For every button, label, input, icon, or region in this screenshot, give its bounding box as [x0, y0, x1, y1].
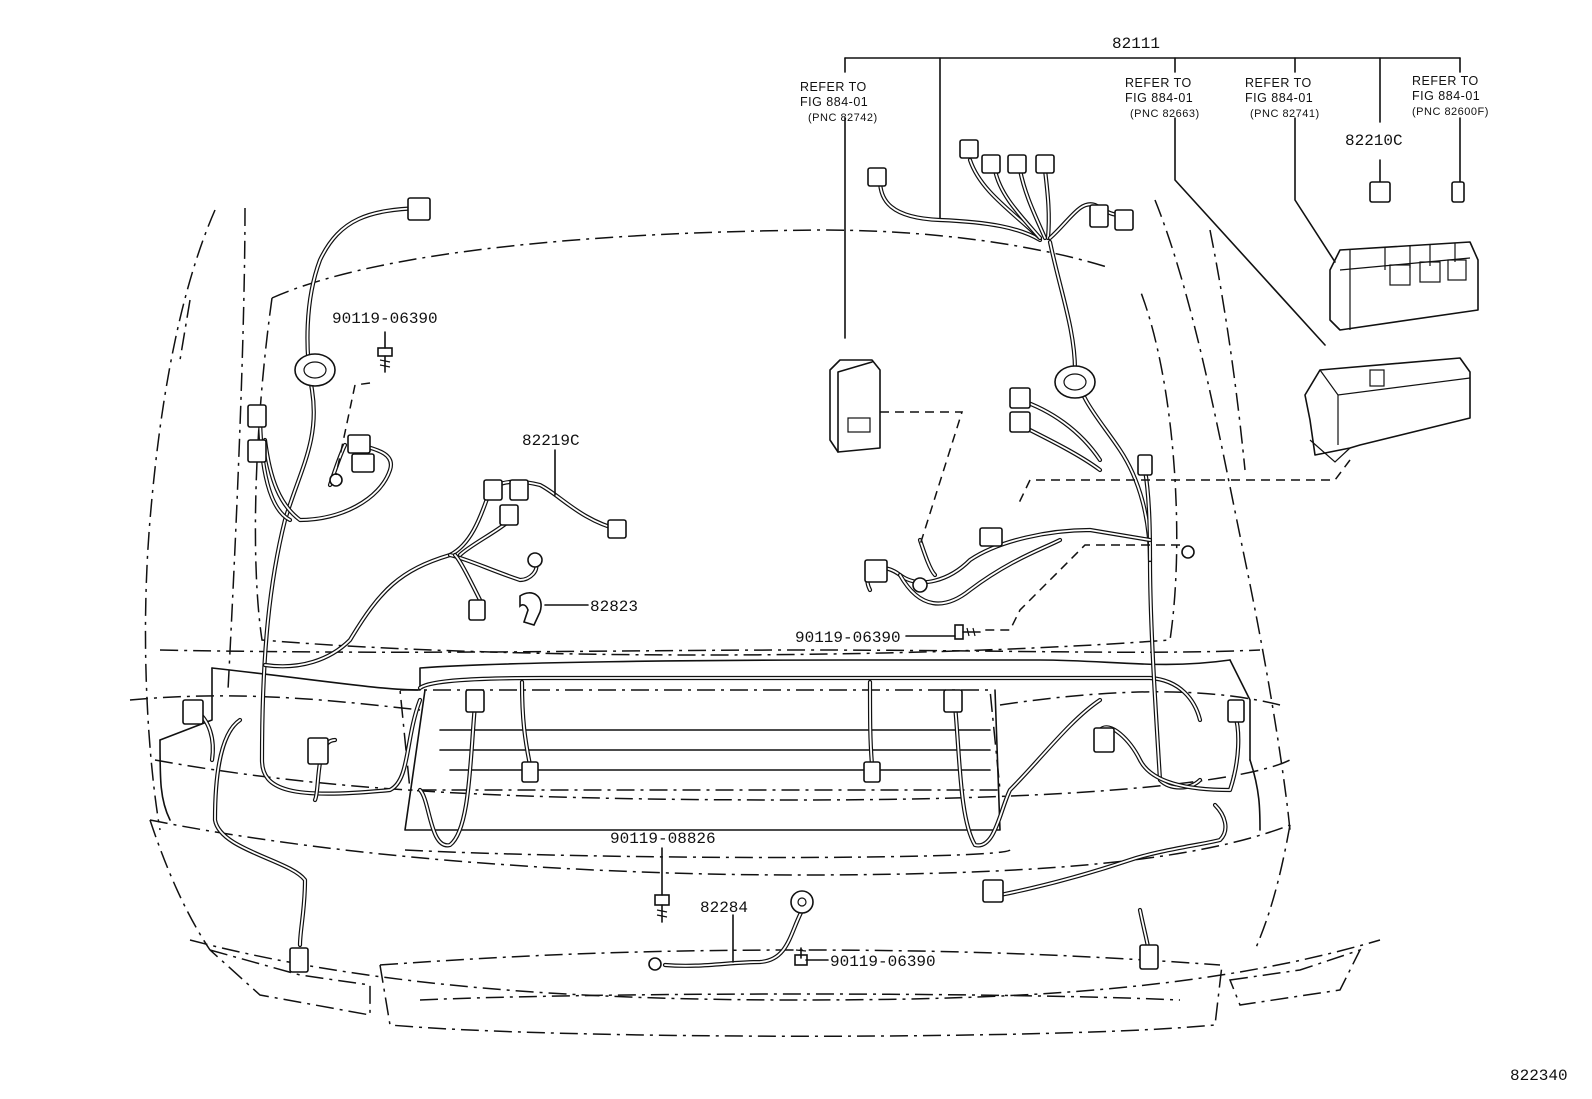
svg-text:FIG 884-01: FIG 884-01	[1412, 89, 1480, 103]
main-harness-leader	[844, 57, 1461, 346]
vehicle-body-outline	[129, 199, 1381, 1037]
main-harness-label: 82111	[1112, 35, 1160, 53]
bolt-bottom-left-icon	[654, 894, 670, 923]
svg-text:FIG 884-01: FIG 884-01	[800, 95, 868, 109]
relay-block	[829, 359, 881, 453]
ref-note-3: REFER TO FIG 884-01 (PNC 82741)	[1245, 76, 1320, 120]
part-82284-label: 82284	[700, 899, 748, 917]
svg-text:REFER TO: REFER TO	[1125, 76, 1192, 90]
svg-text:(PNC 82600F): (PNC 82600F)	[1412, 106, 1489, 118]
bolt-center-label: 90119-06390	[795, 629, 901, 647]
svg-text:REFER TO: REFER TO	[800, 80, 867, 94]
svg-text:(PNC 82741): (PNC 82741)	[1250, 108, 1320, 120]
part-82823-label: 82823	[590, 598, 638, 616]
bolt-bottom-right-label: 90119-06390	[830, 953, 936, 971]
bolt-left-top-icon	[377, 347, 393, 373]
svg-text:FIG 884-01: FIG 884-01	[1125, 91, 1193, 105]
reference-dashes	[335, 382, 1351, 631]
svg-text:FIG 884-01: FIG 884-01	[1245, 91, 1313, 105]
bolt-bottom-left-label: 90119-08826	[610, 830, 716, 848]
harness-wires	[192, 157, 1241, 968]
svg-text:(PNC 82663): (PNC 82663)	[1130, 108, 1200, 120]
connectors	[182, 139, 1465, 973]
fuse-box-lower	[1304, 357, 1471, 463]
ref-note-2: REFER TO FIG 884-01 (PNC 82663)	[1125, 76, 1200, 120]
part-82219c-label: 82219C	[522, 432, 580, 450]
label-leaders	[384, 331, 956, 963]
radiator-support	[159, 659, 1261, 831]
bolt-center-icon	[954, 624, 981, 640]
bolt-left-top-label: 90119-06390	[332, 310, 438, 328]
svg-text:REFER TO: REFER TO	[1245, 76, 1312, 90]
ref-note-4: REFER TO FIG 884-01 (PNC 82600F)	[1412, 74, 1489, 118]
svg-text:(PNC 82742): (PNC 82742)	[808, 112, 878, 124]
clip-82823-icon	[519, 592, 542, 626]
part-82210c-label: 82210C	[1345, 132, 1403, 150]
bolt-bottom-right-icon	[794, 947, 808, 966]
svg-text:REFER TO: REFER TO	[1412, 74, 1479, 88]
diagram-id: 822340	[1510, 1067, 1568, 1085]
fuse-box-upper	[1329, 241, 1479, 331]
ref-note-1: REFER TO FIG 884-01 (PNC 82742)	[800, 80, 878, 124]
